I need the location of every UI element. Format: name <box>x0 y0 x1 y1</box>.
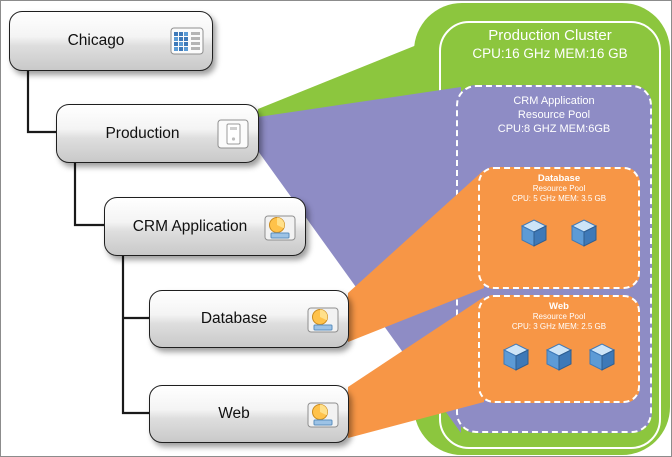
crm-pool-type: Resource Pool <box>517 109 591 121</box>
tree-node-label: Production <box>105 124 180 142</box>
cluster-title-block: Production Cluster CPU:16 GHz MEM:16 GB <box>439 26 661 62</box>
tree-node-chicago: Chicago <box>9 11 213 71</box>
tree-node-label: Web <box>218 405 250 422</box>
cluster-subtitle: CPU:16 GHz MEM:16 GB <box>472 46 628 61</box>
database-pool-type: Resource Pool <box>532 184 586 193</box>
database-vm-group <box>480 216 638 248</box>
database-resource-pool: Database Resource Pool CPU: 5 GHz MEM: 3… <box>478 167 640 289</box>
crm-pool-spec: CPU:8 GHZ MEM:6GB <box>497 123 611 135</box>
cluster-title: Production Cluster <box>488 27 612 44</box>
tree-node-label: Database <box>200 310 268 327</box>
tree-node-crm-application: CRM Application <box>104 197 306 256</box>
tree-connector-production-crm <box>73 161 104 227</box>
tree-node-database: Database <box>149 290 349 348</box>
vm-icon <box>585 340 619 372</box>
vm-icon <box>567 216 601 248</box>
resource-pool-icon <box>264 215 296 240</box>
tree-node-label: CRM Application <box>132 217 248 235</box>
web-pool-name: Web <box>549 301 569 312</box>
tree-node-label: Chicago <box>67 32 125 49</box>
tree-node-production: Production <box>56 104 259 163</box>
database-pool-name: Database <box>537 173 581 184</box>
tree-node-web: Web <box>149 385 349 443</box>
vm-icon <box>517 216 551 248</box>
tree-connector-chicago-production <box>26 69 56 134</box>
web-pool-type: Resource Pool <box>532 312 586 321</box>
web-resource-pool: Web Resource Pool CPU: 3 GHz MEM: 2.5 GB <box>478 295 640 403</box>
vm-icon <box>542 340 576 372</box>
web-vm-group <box>480 340 638 372</box>
datacenter-icon <box>170 27 204 55</box>
resource-pool-icon <box>307 307 339 333</box>
host-cluster-icon <box>217 119 249 148</box>
web-pool-spec: CPU: 3 GHz MEM: 2.5 GB <box>511 322 607 331</box>
tree-connector-crm-web <box>121 254 149 415</box>
database-pool-spec: CPU: 5 GHz MEM: 3.5 GB <box>511 194 607 203</box>
vm-icon <box>499 340 533 372</box>
crm-pool-name: CRM Application <box>513 95 595 107</box>
resource-pool-icon <box>307 402 339 428</box>
